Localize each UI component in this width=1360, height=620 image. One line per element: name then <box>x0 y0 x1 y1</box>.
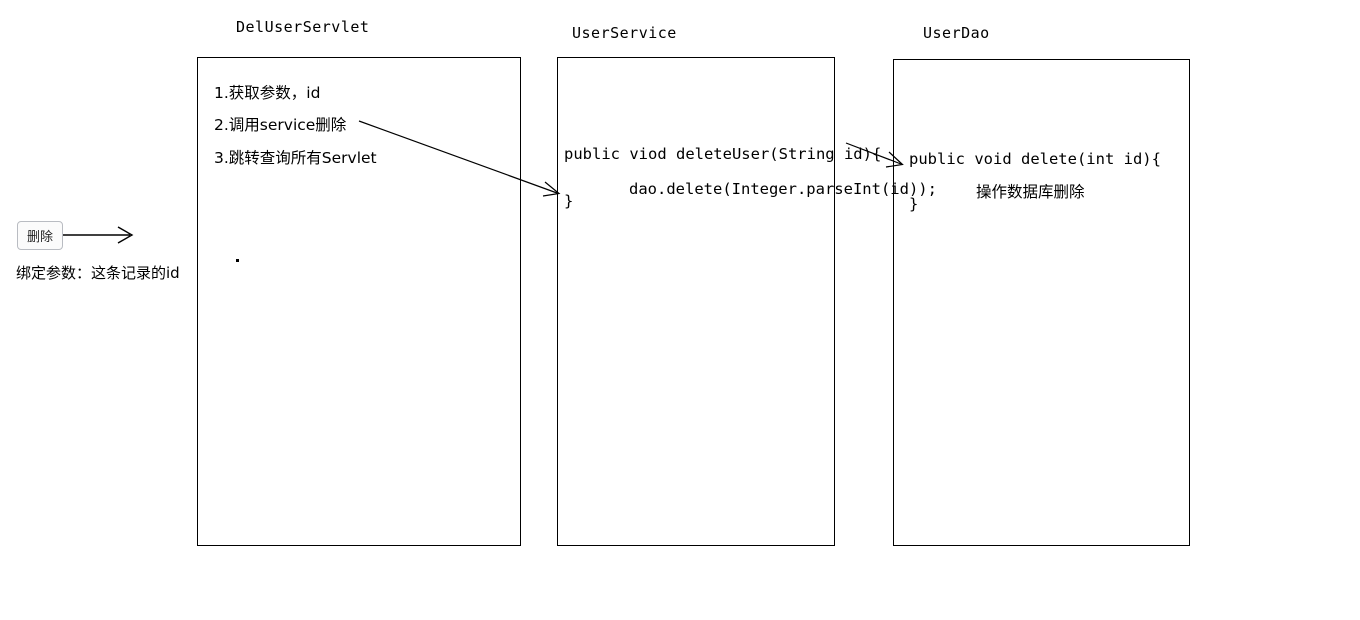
bind-parameter-note: 绑定参数：这条记录的id <box>16 264 180 282</box>
class-title-userdao: UserDao <box>923 24 990 42</box>
class-box-userservice <box>557 57 835 546</box>
stray-dot-mark <box>236 259 239 262</box>
servlet-step-2: 2.调用service删除 <box>214 116 347 134</box>
servlet-step-1: 1.获取参数，id <box>214 84 321 102</box>
userdao-code-line-1: public void delete(int id){ <box>909 150 1161 168</box>
userservice-code-line-3: } <box>564 192 574 210</box>
arrow-button-to-servlet <box>63 226 134 244</box>
userservice-code-line-2: dao.delete(Integer.parseInt(id)); <box>629 180 937 198</box>
userservice-code-line-1: public viod deleteUser(String id){ <box>564 145 882 163</box>
userdao-code-line-3: } <box>909 195 919 213</box>
class-title-deluserservlet: DelUserServlet <box>236 18 370 36</box>
servlet-step-3: 3.跳转查询所有Servlet <box>214 149 377 167</box>
class-box-deluserservlet <box>197 57 521 546</box>
class-box-userdao <box>893 59 1190 546</box>
userdao-code-line-2: 操作数据库删除 <box>976 183 1085 201</box>
delete-button[interactable]: 删除 <box>17 221 63 250</box>
class-title-userservice: UserService <box>572 24 677 42</box>
